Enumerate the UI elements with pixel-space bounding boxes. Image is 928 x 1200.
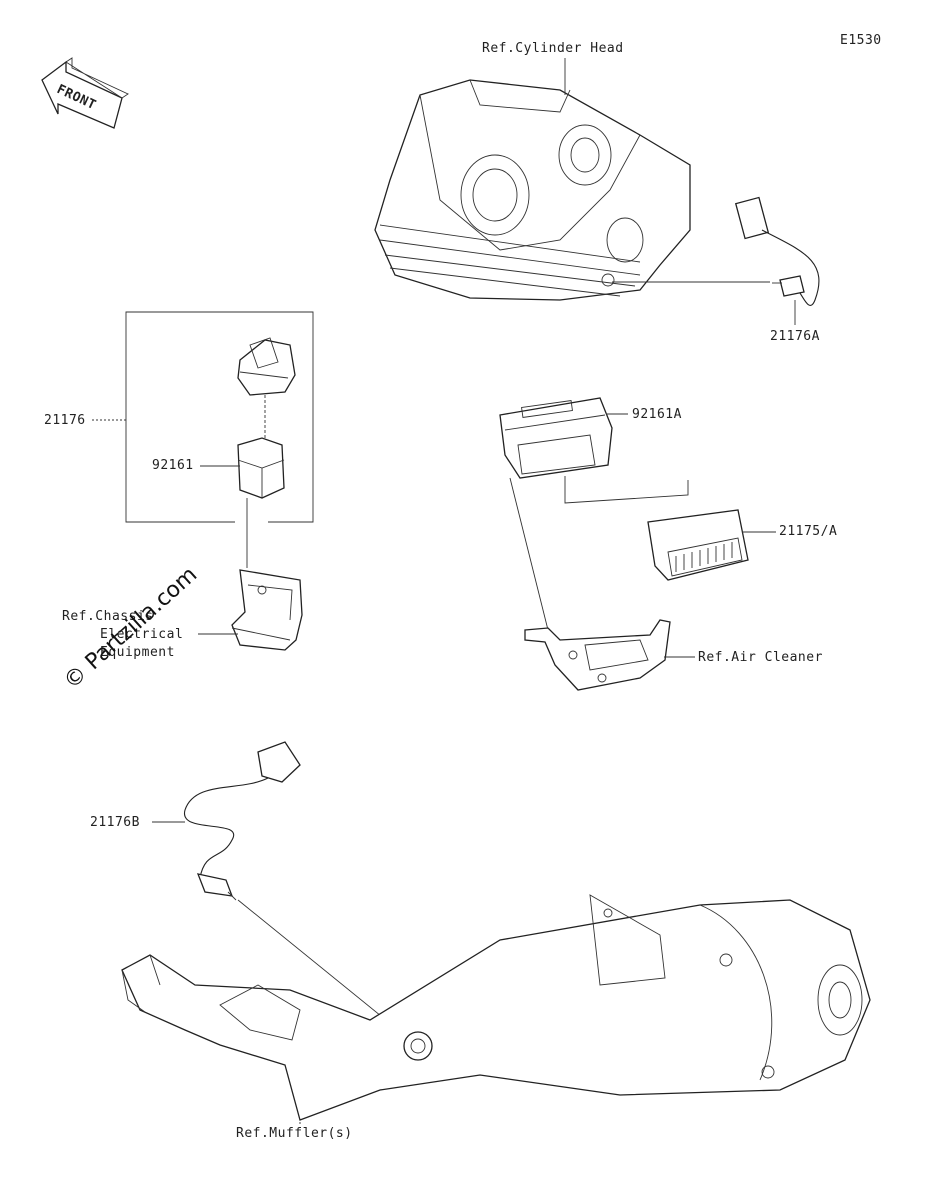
label-21175A: 21175/A [779, 524, 837, 539]
ecu-bracket-link [509, 477, 549, 631]
label-92161: 92161 [152, 458, 194, 473]
label-muffler: Ref.Muffler(s) [236, 1126, 353, 1141]
ecu-21175A-illustration [647, 509, 749, 581]
sensor-21176B-illustration [184, 741, 301, 901]
rubber-92161-illustration [237, 437, 285, 499]
connector-illustration [237, 337, 296, 396]
diagram-id: E1530 [840, 33, 882, 48]
chassis-bracket-illustration [231, 569, 303, 651]
air-cleaner-bracket-illustration [524, 619, 671, 691]
label-21176A: 21176A [770, 329, 820, 344]
label-air-cleaner: Ref.Air Cleaner [698, 650, 823, 665]
ecu-cover-92161A-illustration [499, 397, 613, 479]
label-chassis-line3: Equipment [100, 645, 175, 660]
cylinder-head-illustration [374, 79, 691, 301]
label-21176: 21176 [44, 413, 86, 428]
sensor-21176A-illustration [734, 196, 820, 306]
label-cylinder-head: Ref.Cylinder Head [482, 41, 624, 56]
leader-ecu-link [564, 476, 689, 504]
muffler-illustration [121, 894, 871, 1121]
label-21176B: 21176B [90, 815, 140, 830]
label-92161A: 92161A [632, 407, 682, 422]
front-arrow-icon: FRONT [41, 57, 129, 129]
label-chassis-line1: Ref.Chassis [62, 609, 154, 624]
label-chassis-line2: Electrical [100, 627, 183, 642]
bracket-21176 [125, 311, 314, 523]
